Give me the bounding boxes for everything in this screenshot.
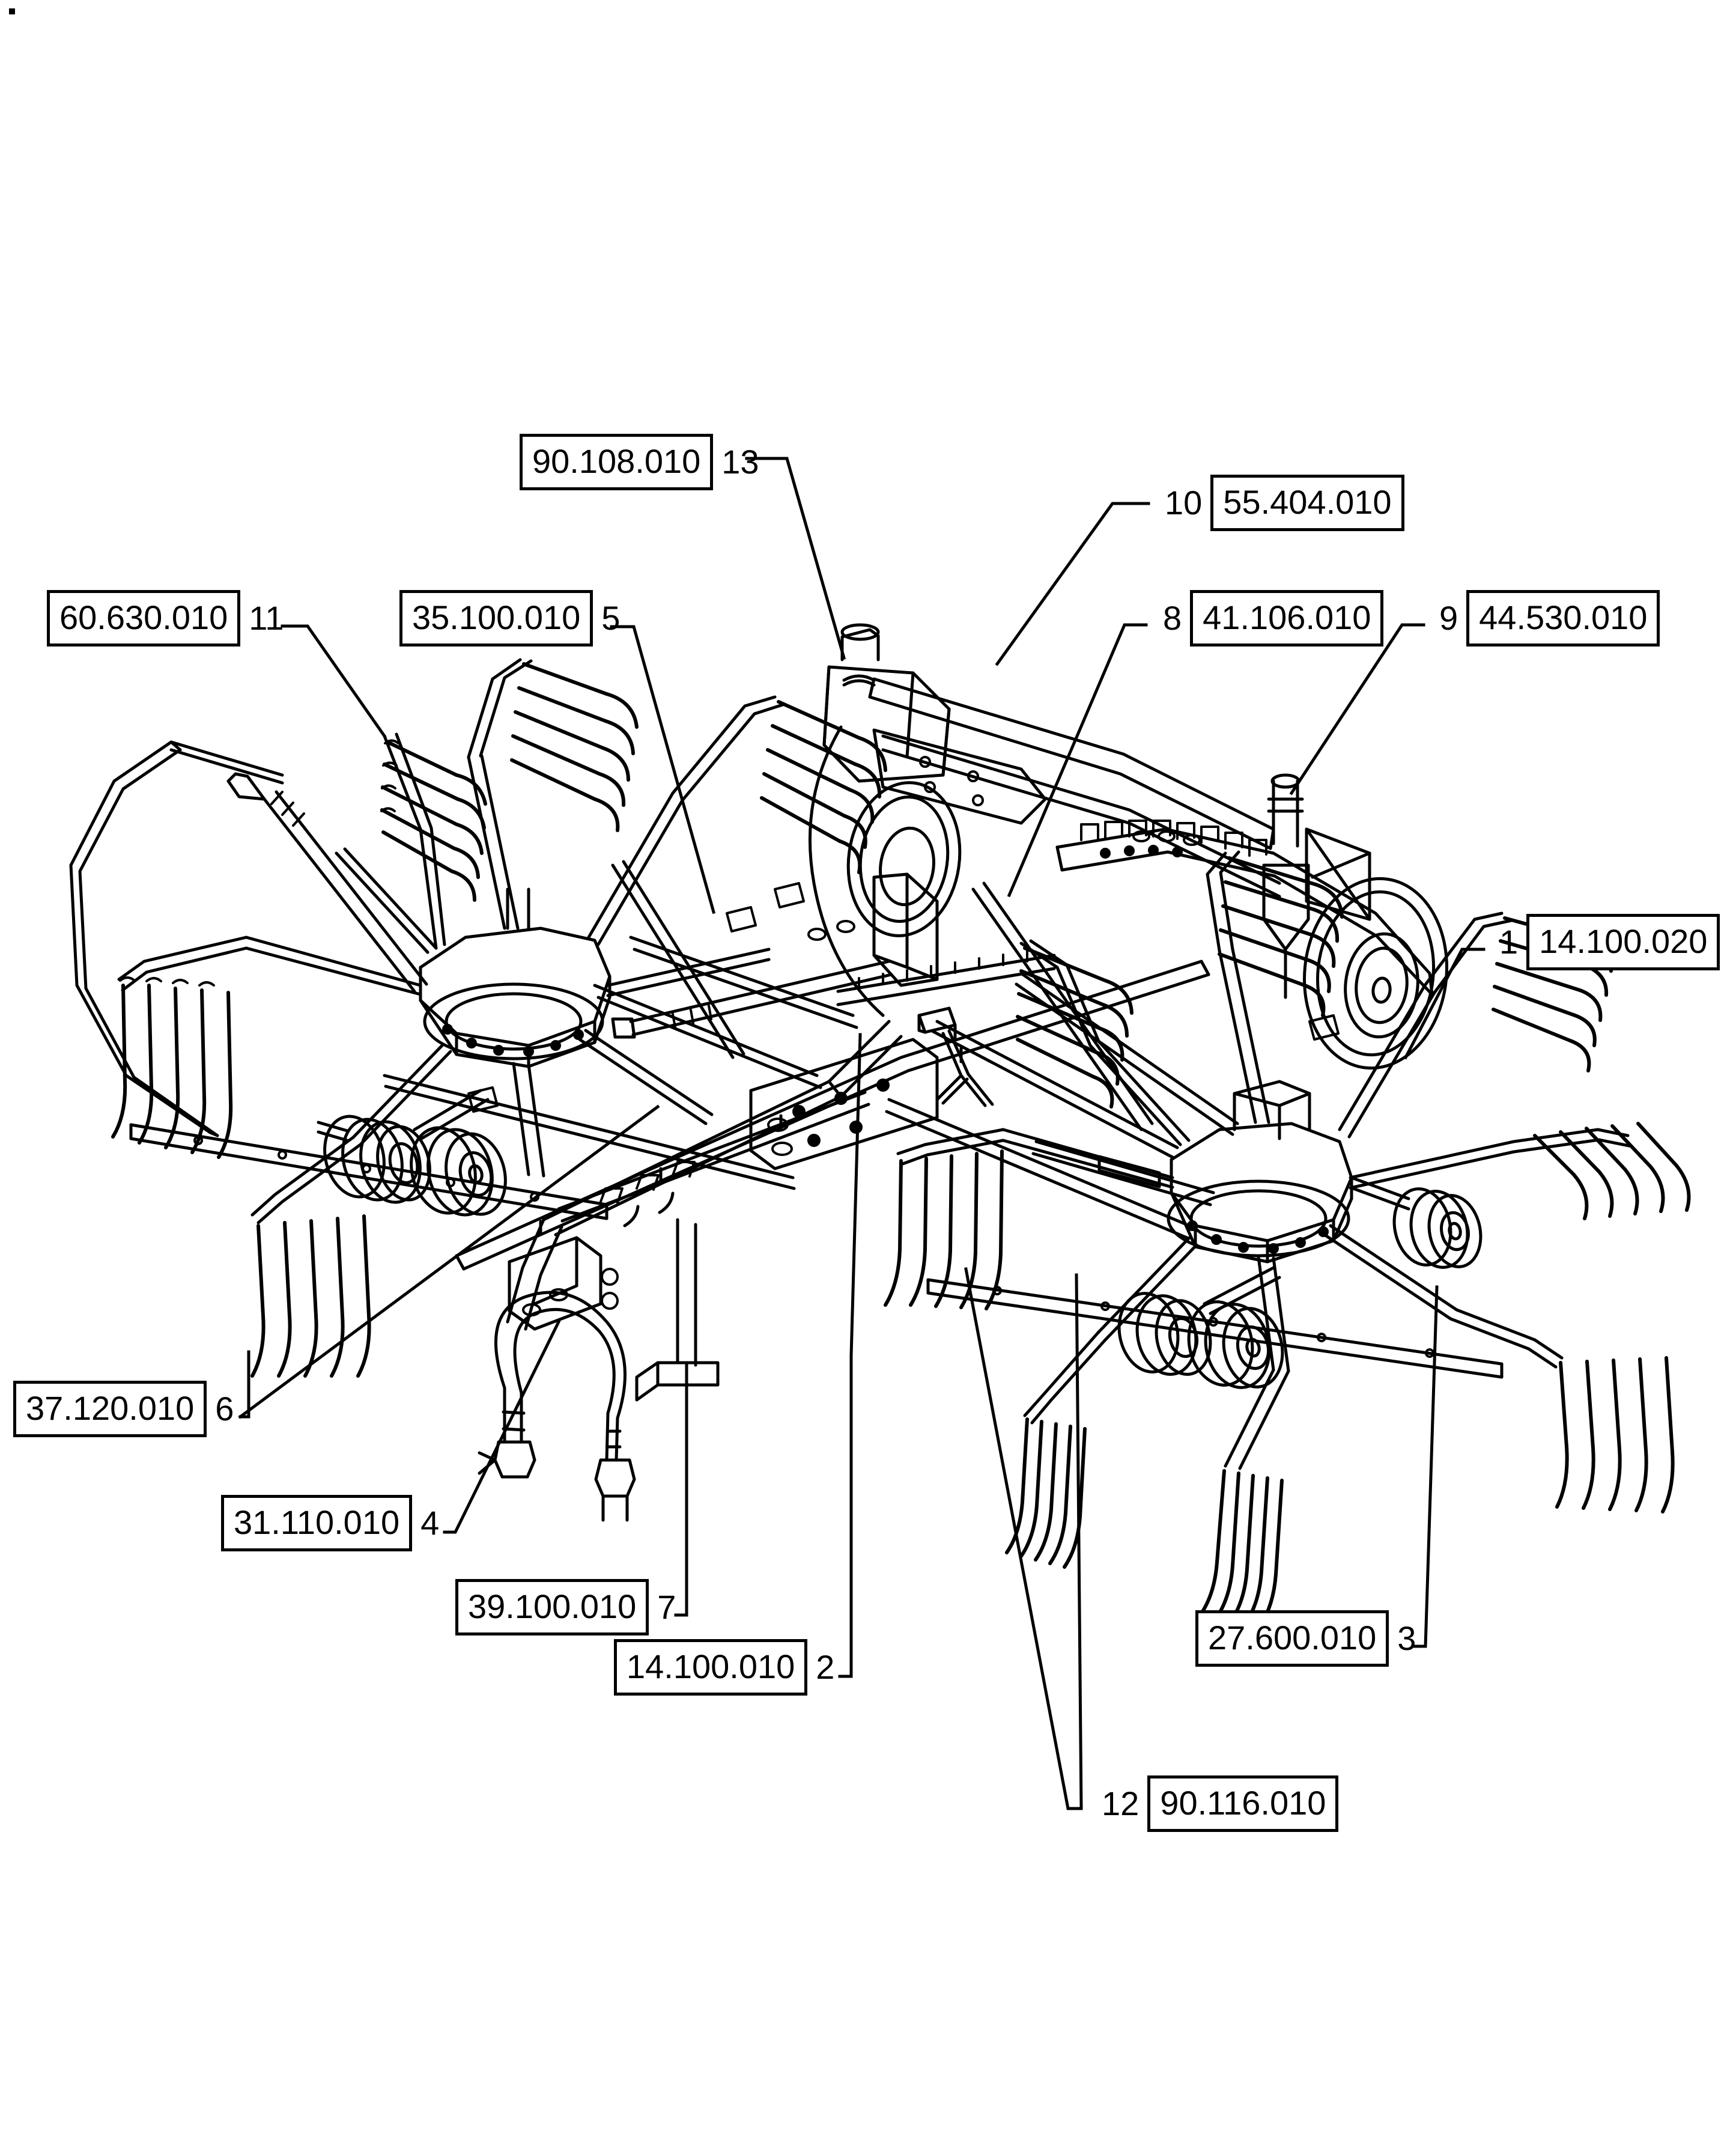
callout-12[interactable]: 12 90.116.010 [1093, 1775, 1339, 1832]
leader-12a [964, 1267, 1083, 1810]
right-rotor-assembly [1001, 948, 1516, 1373]
part-number-3: 27.600.010 [1195, 1610, 1389, 1667]
item-number-7: 7 [657, 1588, 676, 1626]
item-number-8: 8 [1163, 599, 1182, 637]
callout-5[interactable]: 35.100.010 5 [399, 590, 628, 647]
part-number-12: 90.116.010 [1147, 1775, 1339, 1832]
part-number-6: 37.120.010 [13, 1381, 207, 1437]
callout-1[interactable]: 1 14.100.020 [1491, 914, 1720, 970]
callout-8[interactable]: 8 41.106.010 [1155, 590, 1384, 647]
item-number-10: 10 [1165, 484, 1203, 522]
part-number-11: 60.630.010 [47, 590, 241, 647]
center-gearbox-and-rams [836, 872, 1056, 1107]
leader-10 [995, 502, 1150, 666]
leader-12b [1075, 1273, 1083, 1810]
callout-4[interactable]: 31.110.010 4 [221, 1495, 448, 1551]
leader-13 [745, 457, 846, 660]
callout-7[interactable]: 39.100.010 7 [455, 1579, 684, 1635]
item-number-6: 6 [215, 1390, 234, 1428]
leader-5 [610, 625, 716, 914]
item-number-3: 3 [1397, 1619, 1416, 1657]
leader-2 [838, 1033, 862, 1678]
callout-2[interactable]: 14.100.010 2 [614, 1639, 843, 1696]
right-outer-rail [926, 1278, 1504, 1379]
callout-13[interactable]: 90.108.010 13 [520, 434, 768, 490]
item-number-13: 13 [721, 443, 759, 481]
leader-7 [674, 1361, 688, 1617]
part-number-13: 90.108.010 [520, 434, 714, 490]
leader-4 [443, 1319, 561, 1534]
right-rotor-wheels [1117, 1176, 1483, 1389]
item-number-4: 4 [420, 1504, 440, 1542]
part-number-8: 41.106.010 [1190, 590, 1384, 647]
part-number-10: 55.404.010 [1210, 475, 1404, 531]
item-number-9: 9 [1439, 599, 1458, 637]
part-number-7: 39.100.010 [455, 1579, 649, 1635]
callout-6[interactable]: 37.120.010 6 [13, 1381, 242, 1437]
part-number-2: 14.100.010 [614, 1639, 808, 1696]
pto-shaft [611, 960, 893, 1039]
item-number-2: 2 [816, 1648, 835, 1686]
callout-3[interactable]: 27.600.010 3 [1195, 1610, 1424, 1667]
transport-wheel-center [808, 725, 962, 1017]
item-number-12: 12 [1102, 1784, 1140, 1822]
left-rotor-tine-arms [69, 658, 887, 1378]
transport-wheel-right [1302, 827, 1449, 1070]
callout-10[interactable]: 10 55.404.010 [1156, 475, 1404, 531]
registration-mark [9, 8, 15, 14]
leader-6a [238, 1350, 250, 1419]
item-number-5: 5 [601, 599, 621, 637]
leader-9 [1289, 623, 1425, 796]
leader-1 [1403, 948, 1486, 1060]
part-number-5: 35.100.010 [399, 590, 593, 647]
part-number-1: 14.100.020 [1526, 914, 1720, 970]
misc-brackets [467, 882, 1340, 1113]
part-number-9: 44.530.010 [1466, 590, 1660, 647]
leader-8 [1007, 623, 1148, 898]
left-outer-rail [129, 1123, 609, 1220]
leader-11 [281, 624, 387, 738]
callout-9[interactable]: 9 44.530.010 [1431, 590, 1660, 647]
item-number-1: 1 [1499, 923, 1519, 961]
leader-6b [238, 1104, 660, 1419]
callout-11[interactable]: 60.630.010 11 [47, 590, 292, 647]
part-number-4: 31.110.010 [221, 1495, 413, 1551]
rear-frame-arch [1055, 773, 1434, 999]
linkage-rods [226, 772, 1239, 1240]
item-number-11: 11 [249, 599, 284, 637]
leader-3 [1413, 1285, 1439, 1648]
